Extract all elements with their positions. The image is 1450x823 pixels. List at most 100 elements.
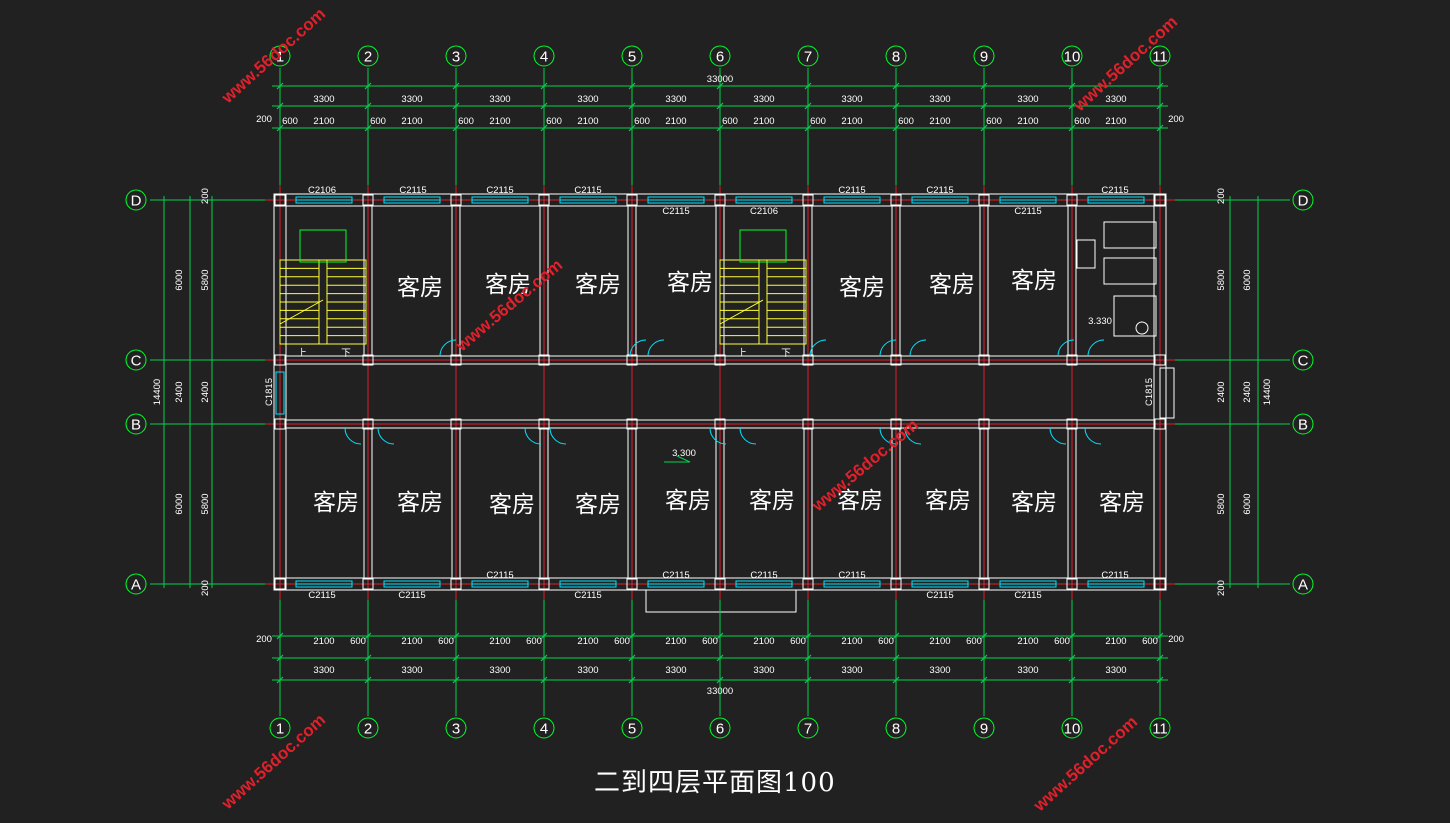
structural-column (450, 194, 462, 206)
room-label: 客房 (485, 272, 531, 298)
structural-column (714, 578, 726, 590)
door-swing (879, 427, 897, 445)
window-dimension: 2100 (841, 636, 862, 647)
grid-bubble (357, 717, 379, 739)
pier-dimension: 600 (878, 636, 894, 647)
door-swing (647, 339, 665, 357)
structural-column (1154, 354, 1166, 366)
overall-depth: 14400 (152, 379, 163, 405)
window-dimension: 2100 (929, 636, 950, 647)
grid-bubble (357, 45, 379, 67)
grid-axis-label: 5 (628, 721, 636, 738)
grid-axis-label: 2 (364, 721, 372, 738)
structural-column (450, 418, 462, 430)
stair-down-mark: 下 (341, 348, 351, 359)
grid-axis-label: 3 (452, 49, 460, 66)
grid-bubble (709, 717, 731, 739)
grid-bubble (885, 45, 907, 67)
toilet (1135, 321, 1149, 335)
grid-axis-label: 1 (276, 721, 284, 738)
overall-length-top: 33000 (707, 74, 733, 85)
bed (1103, 221, 1157, 249)
structural-column (538, 194, 550, 206)
grid-axis-label: A (131, 577, 141, 594)
grid-axis-label: 8 (892, 721, 900, 738)
door-swing (549, 427, 567, 445)
grid-bubble (621, 717, 643, 739)
window-dimension: 2100 (489, 116, 510, 127)
grid-axis-label: 5 (628, 49, 636, 66)
window-dimension: 2100 (577, 116, 598, 127)
window-dimension: 2100 (401, 636, 422, 647)
grid-axis-label: 10 (1064, 49, 1081, 66)
grid-axis-label: 9 (980, 49, 988, 66)
exterior-wall-right (1153, 193, 1167, 591)
bay-dimension: 3300 (489, 94, 510, 105)
door-swing (879, 339, 897, 357)
grid-axis-label: A (1298, 577, 1308, 594)
structural-column (802, 354, 814, 366)
drawing-title-text: 二到四层平面图100 (594, 768, 836, 798)
bay-dimension: 3300 (665, 94, 686, 105)
window-label: C2115 (399, 185, 426, 196)
structural-column (802, 418, 814, 430)
bathtub (1113, 295, 1157, 337)
pier-dimension: 600 (546, 116, 562, 127)
room-depth: 6000 (174, 493, 185, 514)
door-swing (739, 427, 757, 445)
window-label: C2115 (1101, 185, 1128, 196)
level-symbol (664, 455, 691, 463)
pier-dimension: 600 (790, 636, 806, 647)
room-label: 客房 (1011, 490, 1057, 516)
pier-dimension: 600 (986, 116, 1002, 127)
stair-up-mark: 上 (297, 348, 307, 359)
grid-bubble (1292, 349, 1314, 371)
room-depth: 6000 (1242, 269, 1253, 290)
structural-column (1154, 194, 1166, 206)
structural-column (1066, 418, 1078, 430)
structural-column (1066, 578, 1078, 590)
door-swing (1049, 427, 1067, 445)
structural-column (890, 354, 902, 366)
bay-dimension: 3300 (753, 94, 774, 105)
door-swing (909, 339, 927, 357)
window-dimension: 2100 (841, 116, 862, 127)
side-window-label: C1815 (264, 378, 275, 406)
room-label: 客房 (397, 490, 443, 516)
grid-axis-label: 7 (804, 49, 812, 66)
room-label: 客房 (929, 272, 975, 298)
side-window (1159, 367, 1175, 419)
room-depth: 6000 (1242, 493, 1253, 514)
pier-dimension: 600 (438, 636, 454, 647)
grid-bubble (1292, 573, 1314, 595)
window-dimension: 2100 (929, 116, 950, 127)
grid-axis-label: 11 (1152, 49, 1168, 66)
bay-dimension: 3300 (313, 665, 334, 676)
room-depth-inner: 5800 (200, 269, 211, 290)
room-label: 客房 (839, 275, 885, 301)
bay-dimension: 3300 (929, 665, 950, 676)
door-swing (439, 339, 457, 357)
edge-offset: 200 (1168, 634, 1184, 645)
side-window (275, 371, 285, 415)
pier-dimension: 600 (722, 116, 738, 127)
grid-bubble (1292, 189, 1314, 211)
structural-column (978, 194, 990, 206)
window-label: C2115 (926, 590, 953, 601)
grid-axis-label: 6 (716, 49, 724, 66)
bay-dimension: 3300 (753, 665, 774, 676)
side-window-label: C1815 (1144, 378, 1155, 406)
bay-dimension: 3300 (313, 94, 334, 105)
grid-axis-label: D (131, 193, 142, 210)
structural-column (978, 418, 990, 430)
door-swing (809, 339, 827, 357)
window-dimension: 2100 (1105, 116, 1126, 127)
bay-dimension: 3300 (1105, 94, 1126, 105)
structural-column (626, 194, 638, 206)
level-mark: 3.300 (672, 448, 696, 459)
pier-dimension: 600 (458, 116, 474, 127)
grid-bubble (125, 413, 147, 435)
structural-column (890, 578, 902, 590)
